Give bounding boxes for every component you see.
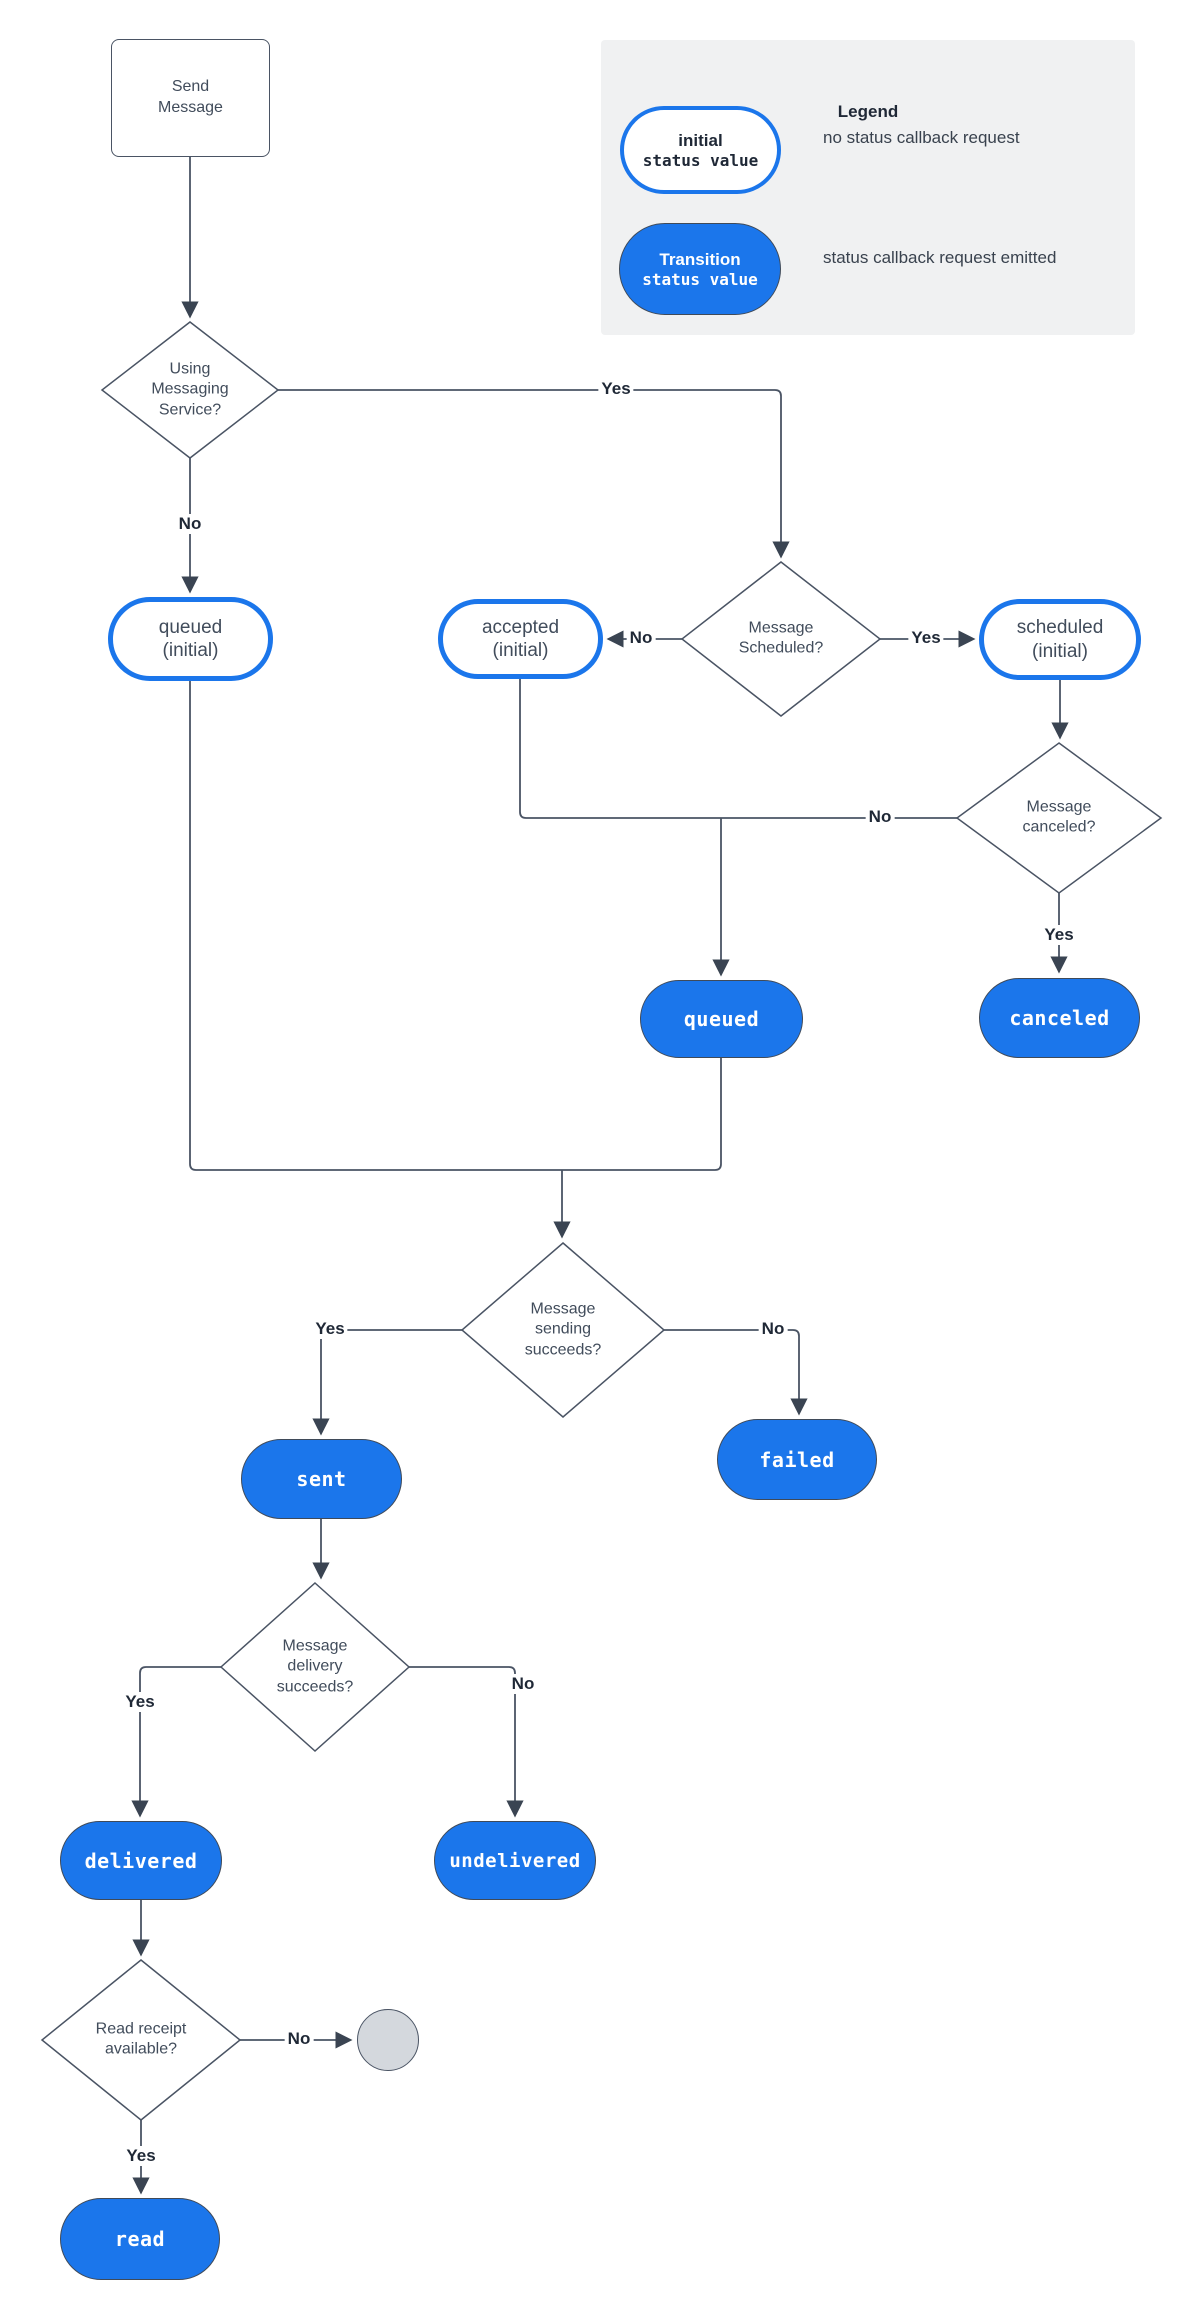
status-value: undelivered: [449, 1849, 581, 1872]
edge-delivery-q-yes: [131, 1666, 221, 1818]
branch-label-no: No: [508, 1674, 538, 1694]
decision-diamonds: [40, 321, 1163, 2121]
branch-label-no: No: [626, 628, 656, 648]
start-node-send-message: Send Message: [111, 39, 270, 157]
status-value: scheduled: [1016, 617, 1104, 639]
diamond-message-scheduled: [680, 561, 882, 717]
status-pill-accepted-initial: accepted (initial): [438, 599, 603, 679]
legend-transition-pill: Transition status value: [619, 223, 781, 315]
branch-label-yes: Yes: [312, 1319, 348, 1339]
legend-initial-line1: initial: [678, 130, 723, 150]
decision-message-delivery-succeeds: Message delivery succeeds?: [276, 1637, 354, 1696]
diamond-message-delivery-succeeds: [219, 1581, 411, 1753]
status-value: queued: [158, 616, 223, 638]
edge-accepted-down: [519, 679, 721, 819]
status-pill-read: read: [60, 2198, 220, 2280]
branch-label-no: No: [865, 807, 895, 827]
decision-message-canceled: Message canceled?: [1022, 798, 1096, 836]
edge-using-service-yes: [278, 389, 790, 559]
status-qualifier: (initial): [1032, 640, 1088, 662]
status-pill-sent: sent: [241, 1439, 402, 1519]
branch-label-yes: Yes: [123, 2146, 159, 2166]
decision-message-sending-succeeds: Message sending succeeds?: [524, 1300, 602, 1359]
legend-initial-description: no status callback request: [823, 128, 1020, 147]
status-value: delivered: [84, 1848, 198, 1873]
status-pill-queued: queued: [640, 980, 803, 1058]
status-pill-undelivered: undelivered: [434, 1821, 596, 1900]
status-pill-scheduled-initial: scheduled (initial): [979, 599, 1141, 680]
edge-sending-q-no: [664, 1329, 808, 1416]
status-value: queued: [683, 1007, 760, 1031]
decision-using-messaging-service: Using Messaging Service?: [151, 360, 229, 419]
status-pill-delivered: delivered: [60, 1821, 222, 1900]
edge-queued-down: [562, 1058, 722, 1171]
status-value: failed: [759, 1447, 835, 1472]
status-value: accepted: [481, 616, 560, 638]
status-value: read: [114, 2227, 166, 2251]
branch-label-yes: Yes: [1041, 925, 1077, 945]
legend-transition-description: status callback request emitted: [823, 248, 1057, 267]
diamond-message-sending-succeeds: [460, 1242, 666, 1418]
branch-label-yes: Yes: [908, 628, 944, 648]
branch-label-no: No: [284, 2029, 314, 2049]
legend-transition-line1: Transition: [659, 249, 741, 269]
branch-label-yes: Yes: [122, 1692, 158, 1712]
status-qualifier: (initial): [492, 640, 549, 661]
branch-label-no: No: [175, 514, 205, 534]
status-value: sent: [296, 1467, 347, 1491]
status-qualifier: (initial): [162, 640, 219, 661]
status-pill-failed: failed: [717, 1419, 877, 1500]
decision-message-scheduled: Message Scheduled?: [738, 619, 824, 657]
legend-initial-pill: initial status value: [620, 106, 781, 194]
diamond-message-canceled: [955, 742, 1163, 894]
branch-label-yes: Yes: [598, 379, 634, 399]
legend-initial-line2: status value: [642, 150, 759, 170]
end-terminator-circle: [357, 2009, 419, 2071]
branch-label-no: No: [758, 1319, 788, 1339]
edge-sending-q-yes: [312, 1329, 462, 1436]
connector-lines: [131, 157, 1069, 2195]
legend-title: Legend: [837, 102, 899, 121]
legend-transition-line2: status value: [642, 269, 758, 289]
status-value: canceled: [1009, 1006, 1110, 1030]
diamond-using-messaging-service: [100, 321, 280, 459]
edge-queued-initial-down: [189, 681, 562, 1171]
edge-delivery-q-no: [409, 1666, 524, 1818]
start-node-label: Send Message: [158, 78, 223, 116]
diamond-read-receipt-available: [40, 1959, 242, 2121]
decision-read-receipt-available: Read receipt available?: [95, 2020, 187, 2058]
legend-panel: Legend initial status value no status ca…: [601, 40, 1135, 335]
status-pill-canceled: canceled: [979, 978, 1140, 1058]
status-pill-queued-initial: queued (initial): [108, 597, 273, 681]
